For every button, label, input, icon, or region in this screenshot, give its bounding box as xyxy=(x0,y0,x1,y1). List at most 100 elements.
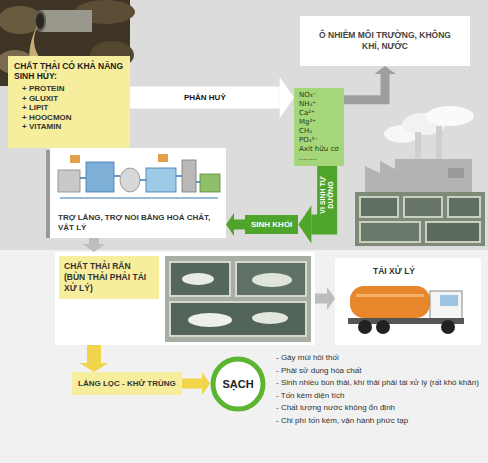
arrow-head xyxy=(327,287,335,310)
flow-line xyxy=(182,379,202,389)
note-text: - Phải sử dụng hóa chất xyxy=(276,365,482,377)
sludge-panel xyxy=(165,256,311,342)
flow-line xyxy=(344,74,385,100)
outfall-photo xyxy=(36,13,44,29)
list-item: PO₄³⁻ xyxy=(299,136,339,145)
treatment-tanks-photo xyxy=(448,197,480,217)
note-text: - Tốn kém diện tích xyxy=(276,390,482,402)
note-text: - Chất lượng nước không ổn định xyxy=(276,402,482,414)
pollution-box: Ô NHIỄM MÔI TRƯỜNG, KHÔNG KHÍ, NƯỚC xyxy=(300,16,470,66)
list-item: Axit hữu cơ xyxy=(299,145,339,154)
truck-panel xyxy=(440,295,458,306)
biomass-box: SINH KHỐI xyxy=(245,215,298,234)
clean-circle: SẠCH xyxy=(210,356,266,412)
truck-panel xyxy=(335,258,481,345)
truck-panel xyxy=(441,320,455,334)
list-item: + GLUXIT xyxy=(14,94,124,104)
arrow-head xyxy=(202,372,210,395)
sludge-panel xyxy=(236,262,306,296)
plant-schematic-panel xyxy=(50,148,226,238)
sludge-panel xyxy=(55,252,315,345)
sludge-panel xyxy=(182,273,214,285)
arrow-head xyxy=(374,66,396,74)
plant-schematic-panel xyxy=(86,162,114,192)
background xyxy=(0,0,488,250)
list-item: + PROTEIN xyxy=(14,84,124,94)
truck-panel xyxy=(358,320,372,334)
list-item: + VITAMIN xyxy=(14,122,124,132)
treatment-tanks-photo xyxy=(355,192,485,246)
list-item: + HOOCMON xyxy=(14,113,124,123)
node-label: SINH KHỐI xyxy=(251,220,292,229)
treatment-panel: TRỢ LẮNG, TRỢ NỔI BẰNG HOÁ CHẤT, VẬT LÝ xyxy=(50,148,226,238)
list-item: CH₄ xyxy=(299,127,339,136)
plant-schematic-panel xyxy=(200,174,220,192)
plant-schematic-panel xyxy=(146,168,176,192)
flow-arrow xyxy=(226,213,245,236)
factory-illustration xyxy=(426,106,474,126)
treatment-tanks-photo xyxy=(426,222,480,242)
node-label: CHẤT THẢI RẮN (BÙN THẢI PHẢI TÁI XỬ LÝ) xyxy=(59,256,159,299)
arrow-head xyxy=(298,206,311,244)
treatment-tanks-photo xyxy=(404,197,442,217)
arrow-head xyxy=(80,363,109,372)
arrow-head xyxy=(280,77,294,118)
plant-schematic-panel xyxy=(70,155,80,163)
flow-line xyxy=(87,345,101,363)
arrow-head xyxy=(226,213,234,236)
truck-panel xyxy=(335,258,481,345)
flow-arrow xyxy=(130,77,294,118)
sludge-panel xyxy=(170,262,230,296)
truck-panel xyxy=(376,320,390,334)
edge-label: PHÂN HUỶ xyxy=(182,92,228,103)
ion-list-box: NO₃⁻NH₄⁺Ca²⁺Mg²⁺CH₄PO₄³⁻Axit hữu cơ.....… xyxy=(294,88,344,166)
sludge-panel xyxy=(252,273,292,287)
flow-arrow xyxy=(80,345,109,372)
note-text: - Sinh nhiều bùn thải, khí thải phải tái… xyxy=(276,377,482,389)
arrow-head xyxy=(83,244,106,252)
truck-panel xyxy=(350,286,430,318)
note-text: - Chi phí tốn kém, vận hành phức tạp xyxy=(276,415,482,427)
factory-illustration xyxy=(365,106,474,192)
list-item: Ca²⁺ xyxy=(299,109,339,118)
box-heading: CHẤT THẢI CÓ KHẢ NĂNG SINH HỦY: xyxy=(14,61,124,81)
truck-panel xyxy=(356,294,424,297)
plant-schematic-panel xyxy=(58,170,80,192)
waste-box: CHẤT THẢI CÓ KHẢ NĂNG SINH HỦY: + PROTEIN… xyxy=(8,56,130,148)
factory-illustration xyxy=(448,168,464,178)
factory-illustration xyxy=(365,159,472,192)
plant-schematic-panel xyxy=(158,154,168,162)
edge-label: VI SINH TỰ DƯỠNG xyxy=(318,167,336,223)
node-label: TRỢ LẮNG, TRỢ NỔI BẰNG HOÁ CHẤT, VẬT LÝ xyxy=(58,213,218,233)
flow-arrow xyxy=(83,238,106,252)
flow-line xyxy=(89,238,99,244)
reprocessing-panel: TÁI XỬ LÝ xyxy=(335,258,481,345)
outfall-photo xyxy=(40,10,92,32)
plant-schematic-panel xyxy=(46,150,50,238)
sludge-panel xyxy=(170,302,306,336)
treatment-tanks-photo xyxy=(360,222,420,242)
circle-outline xyxy=(213,359,263,409)
plant-schematic-panel xyxy=(120,168,140,192)
sludge-panel: CHẤT THẢI RẮN (BÙN THẢI PHẢI TÁI XỬ LÝ) xyxy=(55,252,315,345)
node-label: TÁI XỬ LÝ xyxy=(373,266,481,276)
background xyxy=(0,250,488,463)
treatment-tanks-photo xyxy=(355,192,485,246)
list-item: Mg²⁺ xyxy=(299,118,339,127)
plant-schematic-panel xyxy=(46,148,226,238)
node-label: SẠCH xyxy=(222,378,253,390)
settling-box: LẮNG LỌC - KHỬ TRÙNG xyxy=(72,372,182,395)
flow-line xyxy=(130,86,280,108)
plant-schematic-panel xyxy=(60,197,218,198)
treatment-tanks-photo xyxy=(360,197,398,217)
sludge-panel xyxy=(55,252,315,345)
flow-arrow xyxy=(315,287,335,310)
node-label: LẮNG LỌC - KHỬ TRÙNG xyxy=(78,379,176,388)
drawback-list: - Gây mùi hôi thối- Phải sử dụng hóa chấ… xyxy=(276,352,482,427)
note-text: - Gây mùi hôi thối xyxy=(276,352,482,364)
flow-line xyxy=(234,220,245,230)
plant-schematic-panel xyxy=(182,160,196,192)
sludge-panel xyxy=(252,312,288,324)
